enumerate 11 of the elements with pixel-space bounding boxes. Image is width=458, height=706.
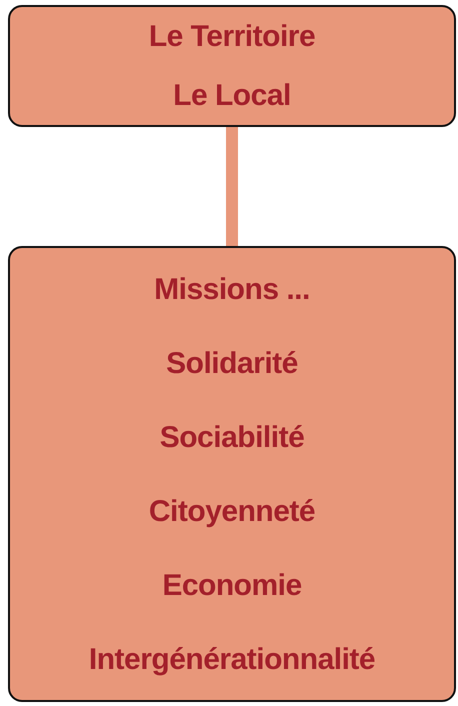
- box-text: Le Territoire: [148, 20, 316, 53]
- box-text: Sociabilité: [160, 420, 304, 454]
- box-text: Le Local: [173, 79, 291, 112]
- connector-line: [226, 127, 238, 246]
- rounded-box: [8, 246, 456, 702]
- box-text: Citoyenneté: [148, 494, 316, 528]
- rounded-box: [8, 5, 456, 127]
- box-text: Intergénérationnalité: [88, 642, 376, 676]
- box-text: Economie: [162, 568, 302, 602]
- box-text: Missions ...: [154, 272, 310, 306]
- box-text: Solidarité: [166, 346, 298, 380]
